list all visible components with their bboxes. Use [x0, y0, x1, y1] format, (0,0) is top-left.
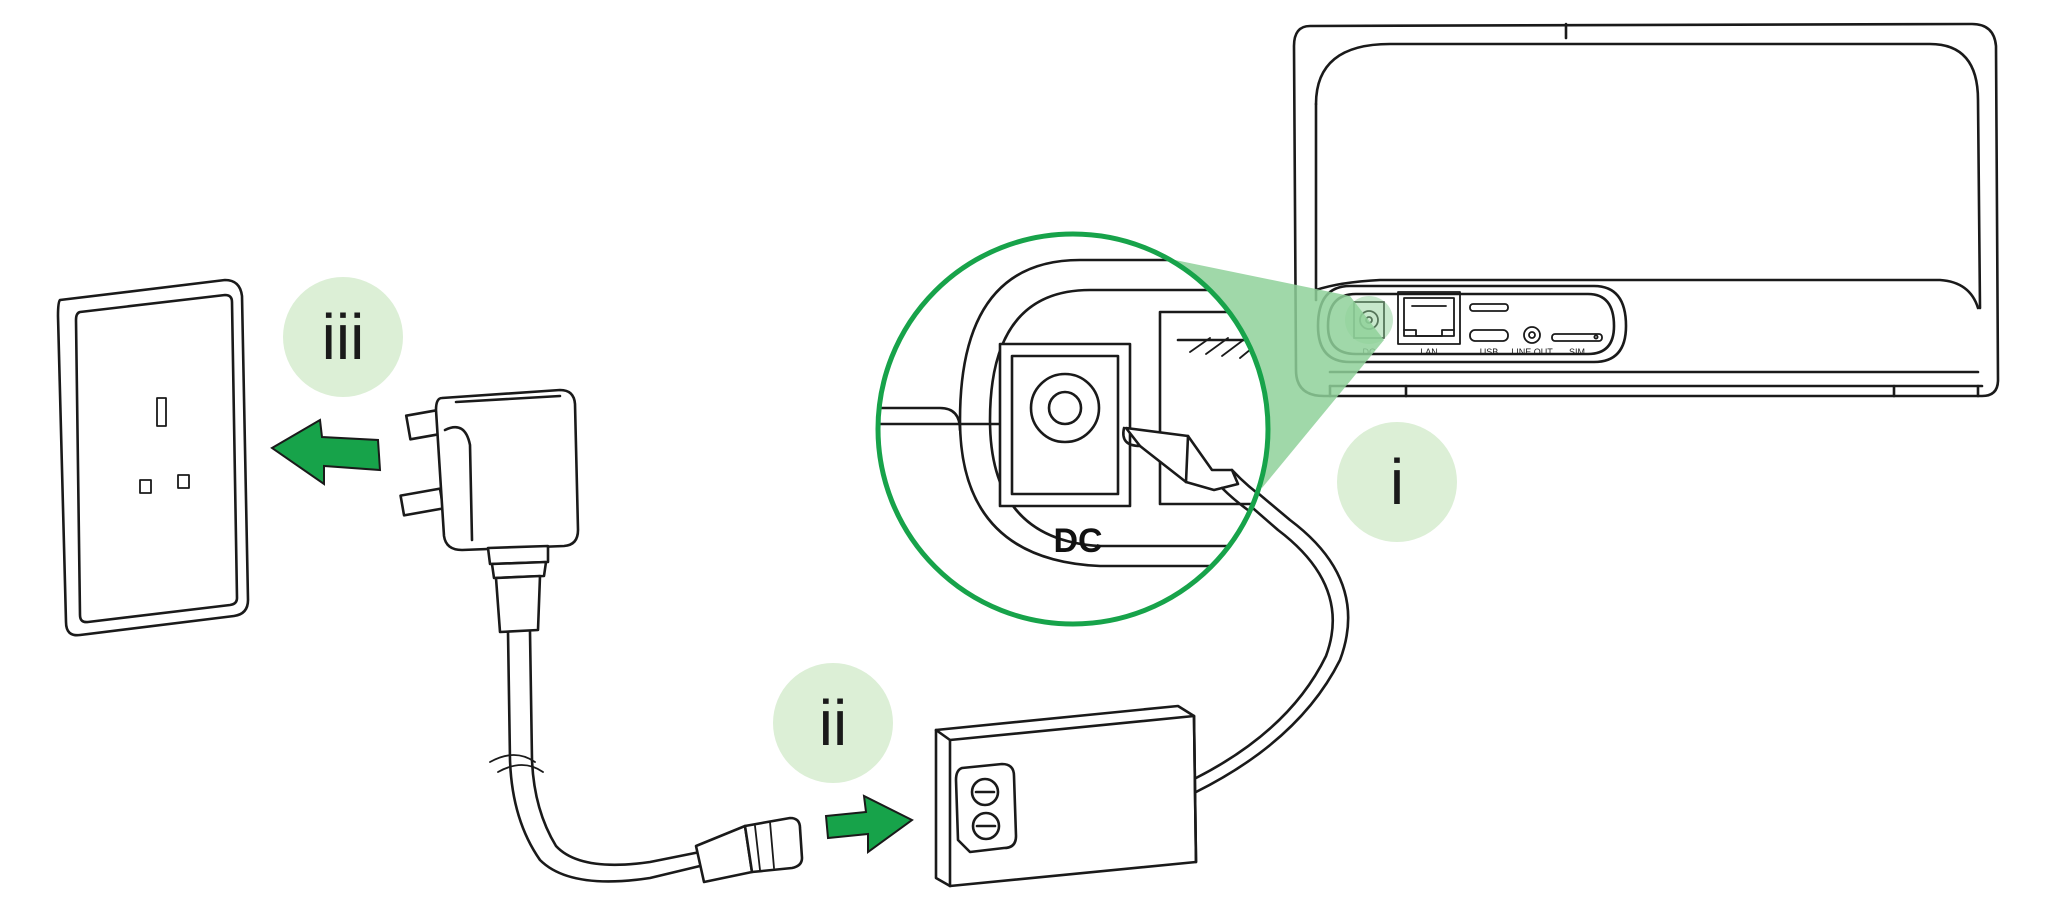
step-badge-ii-label: ii	[819, 687, 847, 759]
hub-device-icon: DC LAN USB LINE OUT SIM	[1292, 22, 2000, 398]
power-adapter-icon	[934, 476, 1350, 888]
port-label-line-out: LINE OUT	[1511, 347, 1553, 357]
arrow-icon	[270, 418, 382, 486]
port-label-sim: SIM	[1569, 347, 1585, 357]
wall-socket-icon	[56, 278, 250, 637]
port-label-lan: LAN	[1420, 347, 1438, 357]
uk-plug-icon	[399, 388, 702, 883]
step-badge-i: i	[1337, 422, 1457, 542]
step-badge-iii: iii	[283, 277, 403, 397]
step-badge-ii: ii	[773, 663, 893, 783]
port-label-usb: USB	[1480, 347, 1499, 357]
zoom-target-ring	[1345, 296, 1393, 344]
zoom-detail: DC	[875, 231, 1271, 627]
c7-connector-icon	[694, 816, 804, 884]
step-badge-iii-label: iii	[322, 301, 365, 373]
zoom-dc-label: DC	[1053, 522, 1102, 560]
step-badge-i-label: i	[1390, 446, 1404, 518]
arrow-icon	[824, 794, 914, 854]
